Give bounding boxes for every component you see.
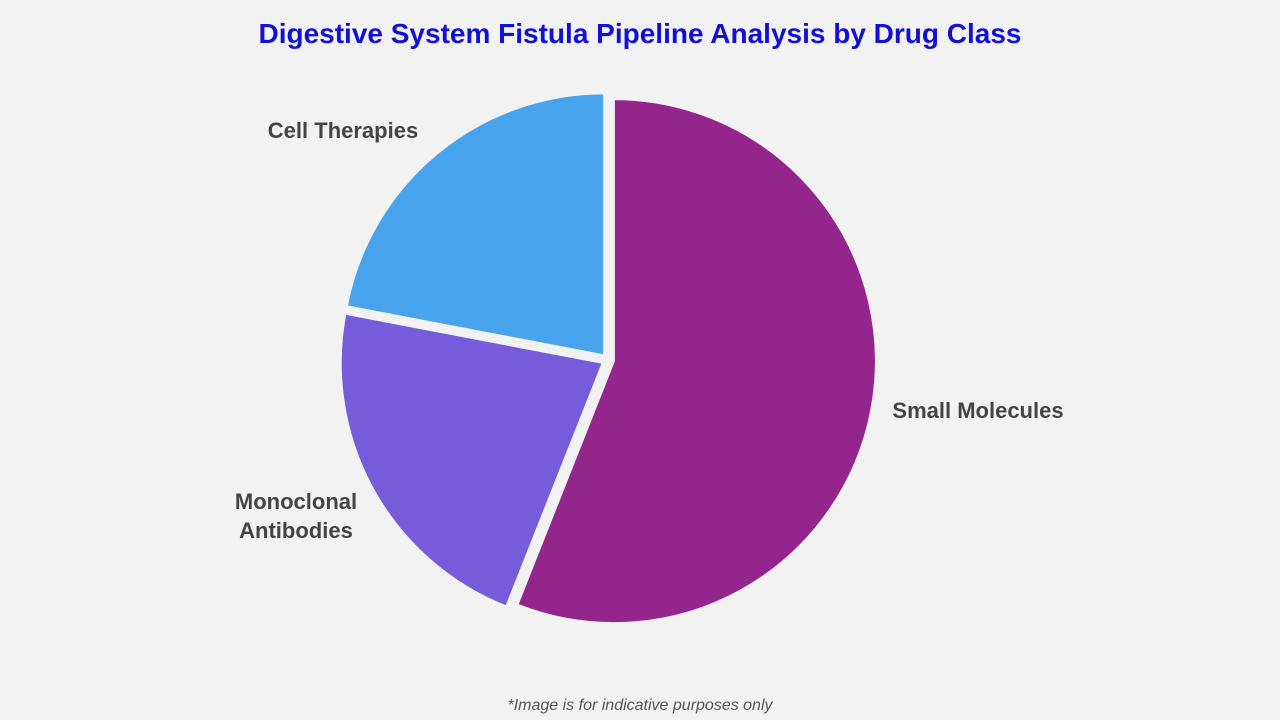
- pie-slice-small-molecules: [516, 98, 877, 625]
- pie-slice-cell-therapies: [345, 92, 606, 357]
- slice-label: Small Molecules: [892, 398, 1063, 423]
- slice-label: Cell Therapies: [268, 118, 418, 143]
- footnote: *Image is for indicative purposes only: [507, 697, 773, 714]
- pie-slice-monoclonal-antibodies: [339, 312, 605, 608]
- chart-title: Digestive System Fistula Pipeline Analys…: [258, 18, 1022, 49]
- pie-slices: [339, 92, 877, 625]
